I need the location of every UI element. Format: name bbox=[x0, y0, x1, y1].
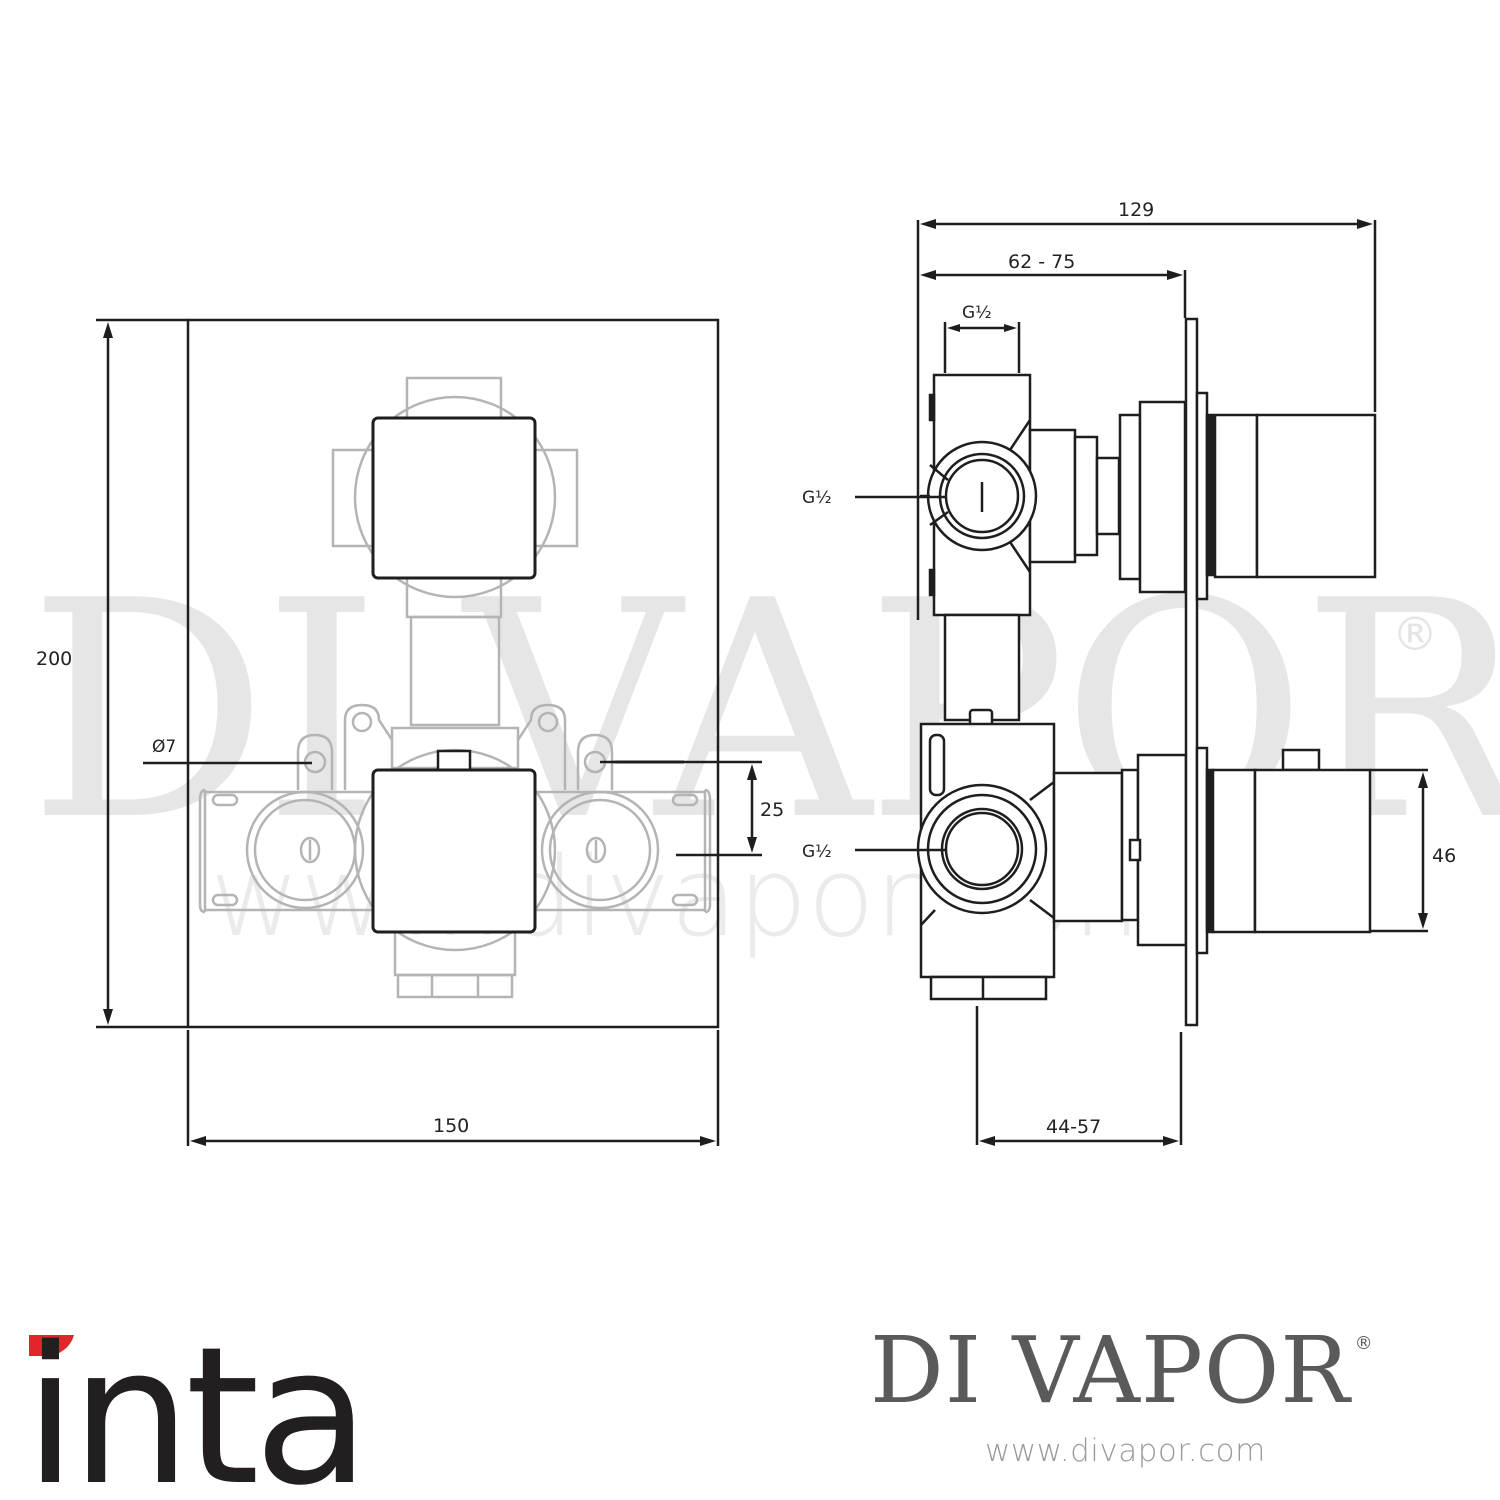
connecting-pipe bbox=[943, 613, 1021, 722]
dimension-wall-depth-label: 44-57 bbox=[1046, 1116, 1101, 1138]
dimension-width-label: 150 bbox=[433, 1115, 469, 1137]
lower-handle-indicator-tab bbox=[436, 749, 472, 773]
lower-inlet-label: G½ bbox=[802, 842, 832, 862]
dimension-top-thread-label: G½ bbox=[962, 303, 992, 323]
dimension-height-label: 200 bbox=[36, 648, 72, 670]
dimension-body-depth-label: 62 - 75 bbox=[1008, 251, 1075, 273]
dimension-body-depth bbox=[920, 270, 1187, 318]
dimension-wall-depth bbox=[975, 1006, 1183, 1146]
upper-control-handle bbox=[371, 416, 537, 580]
watermark-registered-mark: ® bbox=[1392, 607, 1438, 661]
lower-control-handle bbox=[371, 768, 537, 934]
side-view: 129 62 - 75 G½ bbox=[802, 199, 1456, 1146]
hole-diameter-label: Ø7 bbox=[152, 737, 176, 757]
upper-valve-body bbox=[920, 373, 1187, 617]
lower-valve-body bbox=[916, 708, 1188, 1001]
dimension-top-thread bbox=[943, 322, 1021, 373]
cover-plate-side bbox=[1184, 317, 1199, 1027]
lower-handle-side bbox=[1195, 746, 1372, 955]
dimension-height bbox=[96, 318, 188, 1029]
inta-logo-text: inta bbox=[26, 1310, 364, 1490]
front-view: 200 150 Ø7 bbox=[36, 318, 784, 1146]
inta-logo-accent bbox=[29, 1335, 74, 1356]
dimension-handle-height-label: 46 bbox=[1432, 845, 1456, 867]
dimension-hole-offset bbox=[600, 760, 762, 857]
divapor-registered-mark: ® bbox=[1354, 1333, 1373, 1354]
inta-logo: inta bbox=[24, 1306, 406, 1500]
upper-handle-side bbox=[1195, 391, 1377, 601]
dimension-width bbox=[186, 1030, 720, 1146]
dimension-handle-height bbox=[1370, 768, 1428, 933]
dimension-overall-depth bbox=[916, 219, 1377, 620]
upper-inlet-label: G½ bbox=[802, 488, 832, 508]
divapor-logo-name: DI VAPOR bbox=[870, 1317, 1351, 1424]
divapor-url[interactable]: www.divapor.com bbox=[985, 1433, 1266, 1469]
dimension-hole-offset-label: 25 bbox=[760, 799, 784, 821]
divapor-logo: DI VAPOR® www.divapor.com bbox=[870, 1325, 1490, 1495]
dimension-overall-depth-label: 129 bbox=[1118, 199, 1154, 221]
cover-plate bbox=[186, 318, 720, 1029]
